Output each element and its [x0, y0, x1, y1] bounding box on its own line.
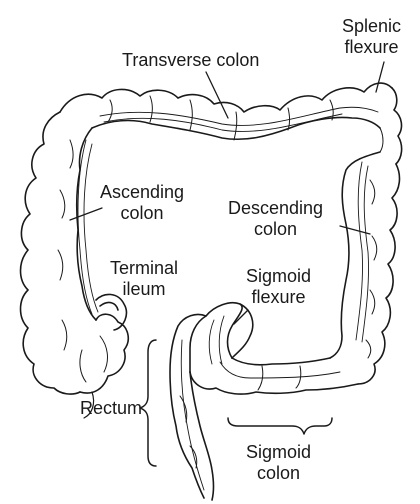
leader-ascending — [70, 208, 102, 220]
sigmoid-colon-inner — [232, 358, 330, 365]
label-sigmoid-colon: Sigmoid colon — [246, 442, 311, 484]
ascending-colon-inner — [77, 128, 96, 320]
splenic-flexure-wall — [392, 88, 402, 164]
label-terminal-ileum: Terminal ileum — [110, 258, 178, 300]
label-splenic-flexure: Splenic flexure — [342, 16, 401, 58]
label-rectum: Rectum — [80, 398, 142, 419]
label-transverse-colon: Transverse colon — [122, 50, 259, 71]
rectum-outer-left — [170, 314, 206, 498]
label-descending-colon: Descending colon — [228, 198, 323, 240]
descending-lumen — [356, 162, 363, 340]
sigmoid-colon-outer — [190, 372, 358, 394]
transverse-lumen — [100, 107, 378, 125]
descending-colon-inner — [330, 152, 380, 358]
sigmoid-flexure — [190, 303, 242, 372]
leader-transverse — [206, 72, 228, 118]
sigmoid-colon-bracket — [228, 418, 332, 434]
label-sigmoid-flexure: Sigmoid flexure — [246, 266, 311, 308]
rectum-outer-right — [190, 372, 214, 500]
leader-splenic — [376, 62, 384, 92]
rectum-bracket — [140, 340, 156, 466]
label-ascending-colon: Ascending colon — [100, 182, 184, 224]
ascending-colon-outer — [21, 112, 81, 394]
